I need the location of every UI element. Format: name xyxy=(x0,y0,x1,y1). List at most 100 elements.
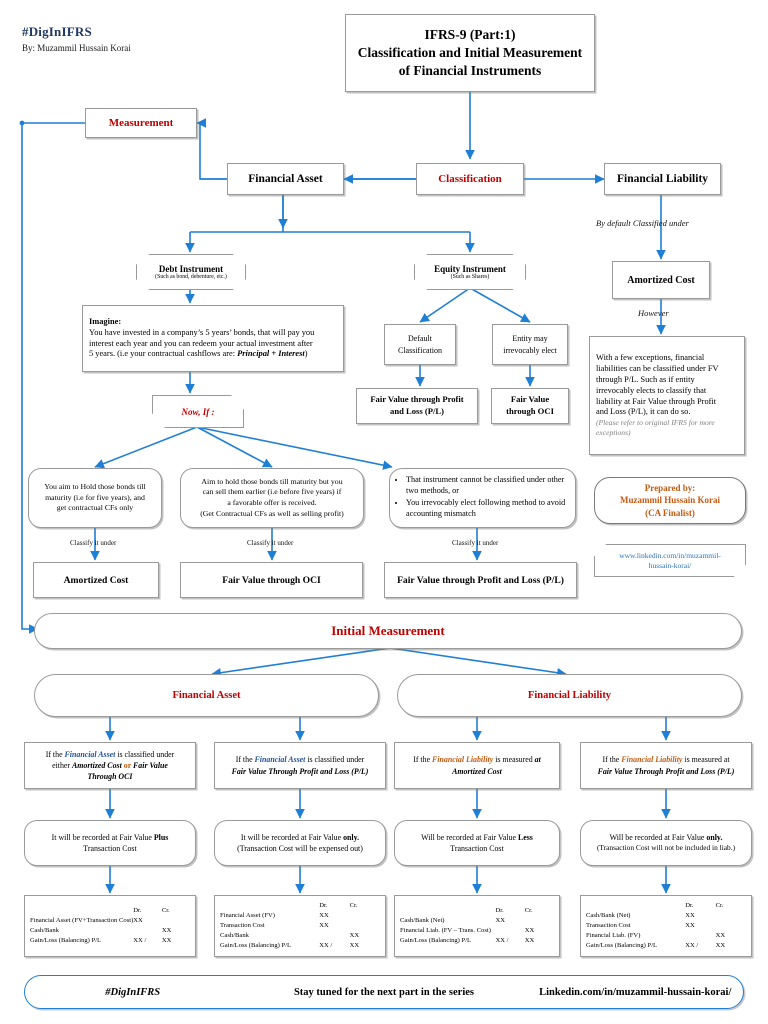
debt-instrument-title: Debt Instrument xyxy=(158,264,224,274)
journal-entry-row: Gain/Loss (Balancing) P/L XX / XX xyxy=(400,936,554,946)
im-result-4-row1: Will be recorded at Fair Value only. xyxy=(609,833,723,843)
node-entity-elect[interactable]: Entity may irrevocably elect xyxy=(492,324,568,365)
node-measurement[interactable]: Measurement xyxy=(85,108,197,138)
journal-entry-cell: Cash/Bank (Net) xyxy=(400,917,445,925)
edge-label-classify-1: Classify it under xyxy=(70,539,117,547)
journal-entry-cell: XX / xyxy=(685,941,699,949)
journal-entry-cell: Gain/Loss (Balancing) P/L xyxy=(400,936,472,944)
classification-label: Classification xyxy=(438,173,502,185)
journal-entry-cell: XX xyxy=(133,917,143,925)
edge-label-classify-2: Classify it under xyxy=(247,539,294,547)
im-cond-a1-row3: Through OCI xyxy=(87,772,133,782)
default-classification-line-2: Classification xyxy=(398,345,442,355)
linkedin-callout-line-1: www.linkedin.com/in/muzammil- xyxy=(619,550,721,560)
node-im-condition-asset-1: If the Financial Asset is classified und… xyxy=(24,742,196,789)
equity-instrument-shape xyxy=(414,254,526,290)
journal-entry-row: Financial Liab. (FV – Trans. Cost)XX xyxy=(400,926,554,936)
node-debt-instrument[interactable]: Debt Instrument (Such as bond, debenture… xyxy=(136,254,246,290)
condition-1-line-3: get contractual CFs only xyxy=(56,503,134,513)
debt-instrument-sub: (Such as bond, debenture, etc.) xyxy=(155,274,227,280)
journal-entry-header-cell: Dr. xyxy=(319,902,328,910)
node-outcome-fvoci[interactable]: Fair Value through OCI xyxy=(180,562,363,598)
linkedin-callout-line-2: hussain-korai/ xyxy=(648,560,692,570)
journal-entry-cell: XX / xyxy=(495,936,509,944)
journal-entry-header-row: Dr. Cr. xyxy=(220,901,380,911)
journal-entry-row: Cash/Bank (Net) XX xyxy=(400,916,554,926)
node-outcome-amortized-cost[interactable]: Amortized Cost xyxy=(33,562,159,598)
journal-entry-cell: Financial Liab. (FV – Trans. Cost) xyxy=(400,927,491,934)
journal-entry-cell: XX xyxy=(685,912,695,920)
journal-entry-table-1: Dr.Cr.Financial Asset (FV+Transaction Co… xyxy=(30,906,190,946)
footer-message: Stay tuned for the next part in the seri… xyxy=(293,986,474,998)
node-equity-fvtpl[interactable]: Fair Value through Profit and Loss (P/L) xyxy=(356,388,478,424)
node-equity-instrument[interactable]: Equity Instrument (Such as Shares) xyxy=(414,254,526,290)
journal-entry-cell: XX xyxy=(495,917,506,925)
exception-line-3: through P/L. Such as if entity xyxy=(596,374,695,384)
node-now-if[interactable]: Now, If : xyxy=(152,395,244,428)
equity-fvoci-line-1: Fair Value xyxy=(510,394,550,405)
condition-1-line-2: maturity (i.e for five years), and xyxy=(45,492,145,502)
brand-author: By: Muzammil Hussain Korai xyxy=(22,43,131,53)
node-im-result-1: It will be recorded at Fair Value Plus T… xyxy=(24,820,196,866)
journal-entry-cell xyxy=(162,916,190,926)
exception-line-5: liability at Fair Value through Profit xyxy=(596,396,717,406)
node-default-classification[interactable]: Default Classification xyxy=(384,324,456,365)
journal-entry-cell: Gain/Loss (Balancing) P/L xyxy=(586,941,658,949)
condition-2-line-3: a favorable offer is received. xyxy=(227,498,317,507)
journal-entry-cell: Financial Asset (FV) xyxy=(220,912,275,920)
im-result-3-row2: Transaction Cost xyxy=(450,844,504,853)
journal-entry-header-row: Dr.Cr. xyxy=(400,906,554,916)
im-result-3-row1: Will be recorded at Fair Value Less xyxy=(421,832,533,842)
journal-entry-header-row: Dr. Cr. xyxy=(30,906,190,916)
im-cond-l2-row1: If the Financial Liability is measured a… xyxy=(602,755,730,765)
financial-liability-label: Financial Liability xyxy=(616,173,709,185)
edge-label-classify-3: Classify it under xyxy=(452,539,499,547)
journal-entry-header-cell: Dr. xyxy=(685,902,694,910)
journal-entry-cell: Cash/Bank (Net) xyxy=(586,912,631,920)
im-cond-a1-row1: If the Financial Asset is classified und… xyxy=(45,749,175,759)
footer-link[interactable]: Linkedin.com/in/muzammil-hussain-korai/ xyxy=(539,986,732,998)
node-classification[interactable]: Classification xyxy=(416,163,524,195)
journal-entry-row: Financial Asset (FV)XX xyxy=(220,911,380,921)
im-financial-liability-label: Financial Liability xyxy=(527,690,612,701)
journal-entry-header-cell: Dr. xyxy=(133,907,142,915)
node-financial-liability[interactable]: Financial Liability xyxy=(604,163,721,195)
journal-entry-cell xyxy=(716,911,746,921)
exception-line-1: With a few exceptions, financial xyxy=(596,352,705,362)
journal-entry-cell: XX xyxy=(524,936,535,944)
brand-block: #DigInIFRS By: Muzammil Hussain Korai xyxy=(22,24,131,53)
journal-entry-cell xyxy=(133,926,162,936)
journal-entry-cell xyxy=(716,921,746,931)
brand-hashtag: #DigInIFRS xyxy=(22,24,92,39)
im-result-4-row2: (Transaction Cost will not be included i… xyxy=(596,843,736,853)
edge-label-however: However xyxy=(638,308,669,318)
node-im-financial-liability: Financial Liability xyxy=(397,674,742,717)
title-line-2: Classification and Initial Measurement xyxy=(357,45,583,61)
condition-1-line-1: You aim to Hold those bonds till xyxy=(44,481,146,491)
node-linkedin-callout[interactable]: www.linkedin.com/in/muzammil- hussain-ko… xyxy=(594,544,746,577)
node-financial-asset[interactable]: Financial Asset xyxy=(227,163,344,195)
condition-3-bullet-2: You irrevocably elect following method t… xyxy=(406,498,571,520)
node-journal-entry-1: Dr.Cr.Financial Asset (FV+Transaction Co… xyxy=(24,895,196,957)
journal-entry-header-cell: Cr. xyxy=(161,907,170,915)
node-equity-fvoci[interactable]: Fair Value through OCI xyxy=(491,388,569,424)
node-im-condition-liab-1: If the Financial Liability is measured a… xyxy=(394,742,560,789)
node-outcome-fvtpl[interactable]: Fair Value through Profit and Loss (P/L) xyxy=(384,562,577,598)
condition-2-line-2: can sell them earlier (i.e before five y… xyxy=(202,487,342,497)
im-result-2-row1: It will be recorded at Fair Value only. xyxy=(240,832,360,842)
financial-asset-label: Financial Asset xyxy=(248,173,323,185)
node-im-result-2: It will be recorded at Fair Value only. … xyxy=(214,820,386,866)
journal-entry-header-cell: Cr. xyxy=(349,902,358,910)
node-liability-amortized-cost[interactable]: Amortized Cost xyxy=(612,261,710,299)
entity-elect-line-2: irrevocably elect xyxy=(503,345,557,355)
now-if-label: Now, If : xyxy=(181,406,215,417)
debt-instrument-shape xyxy=(136,254,246,290)
imagine-line-1: You have invested in a company’s 5 years… xyxy=(89,327,315,337)
journal-entry-cell: Financial Liab. (FV) xyxy=(586,931,641,939)
